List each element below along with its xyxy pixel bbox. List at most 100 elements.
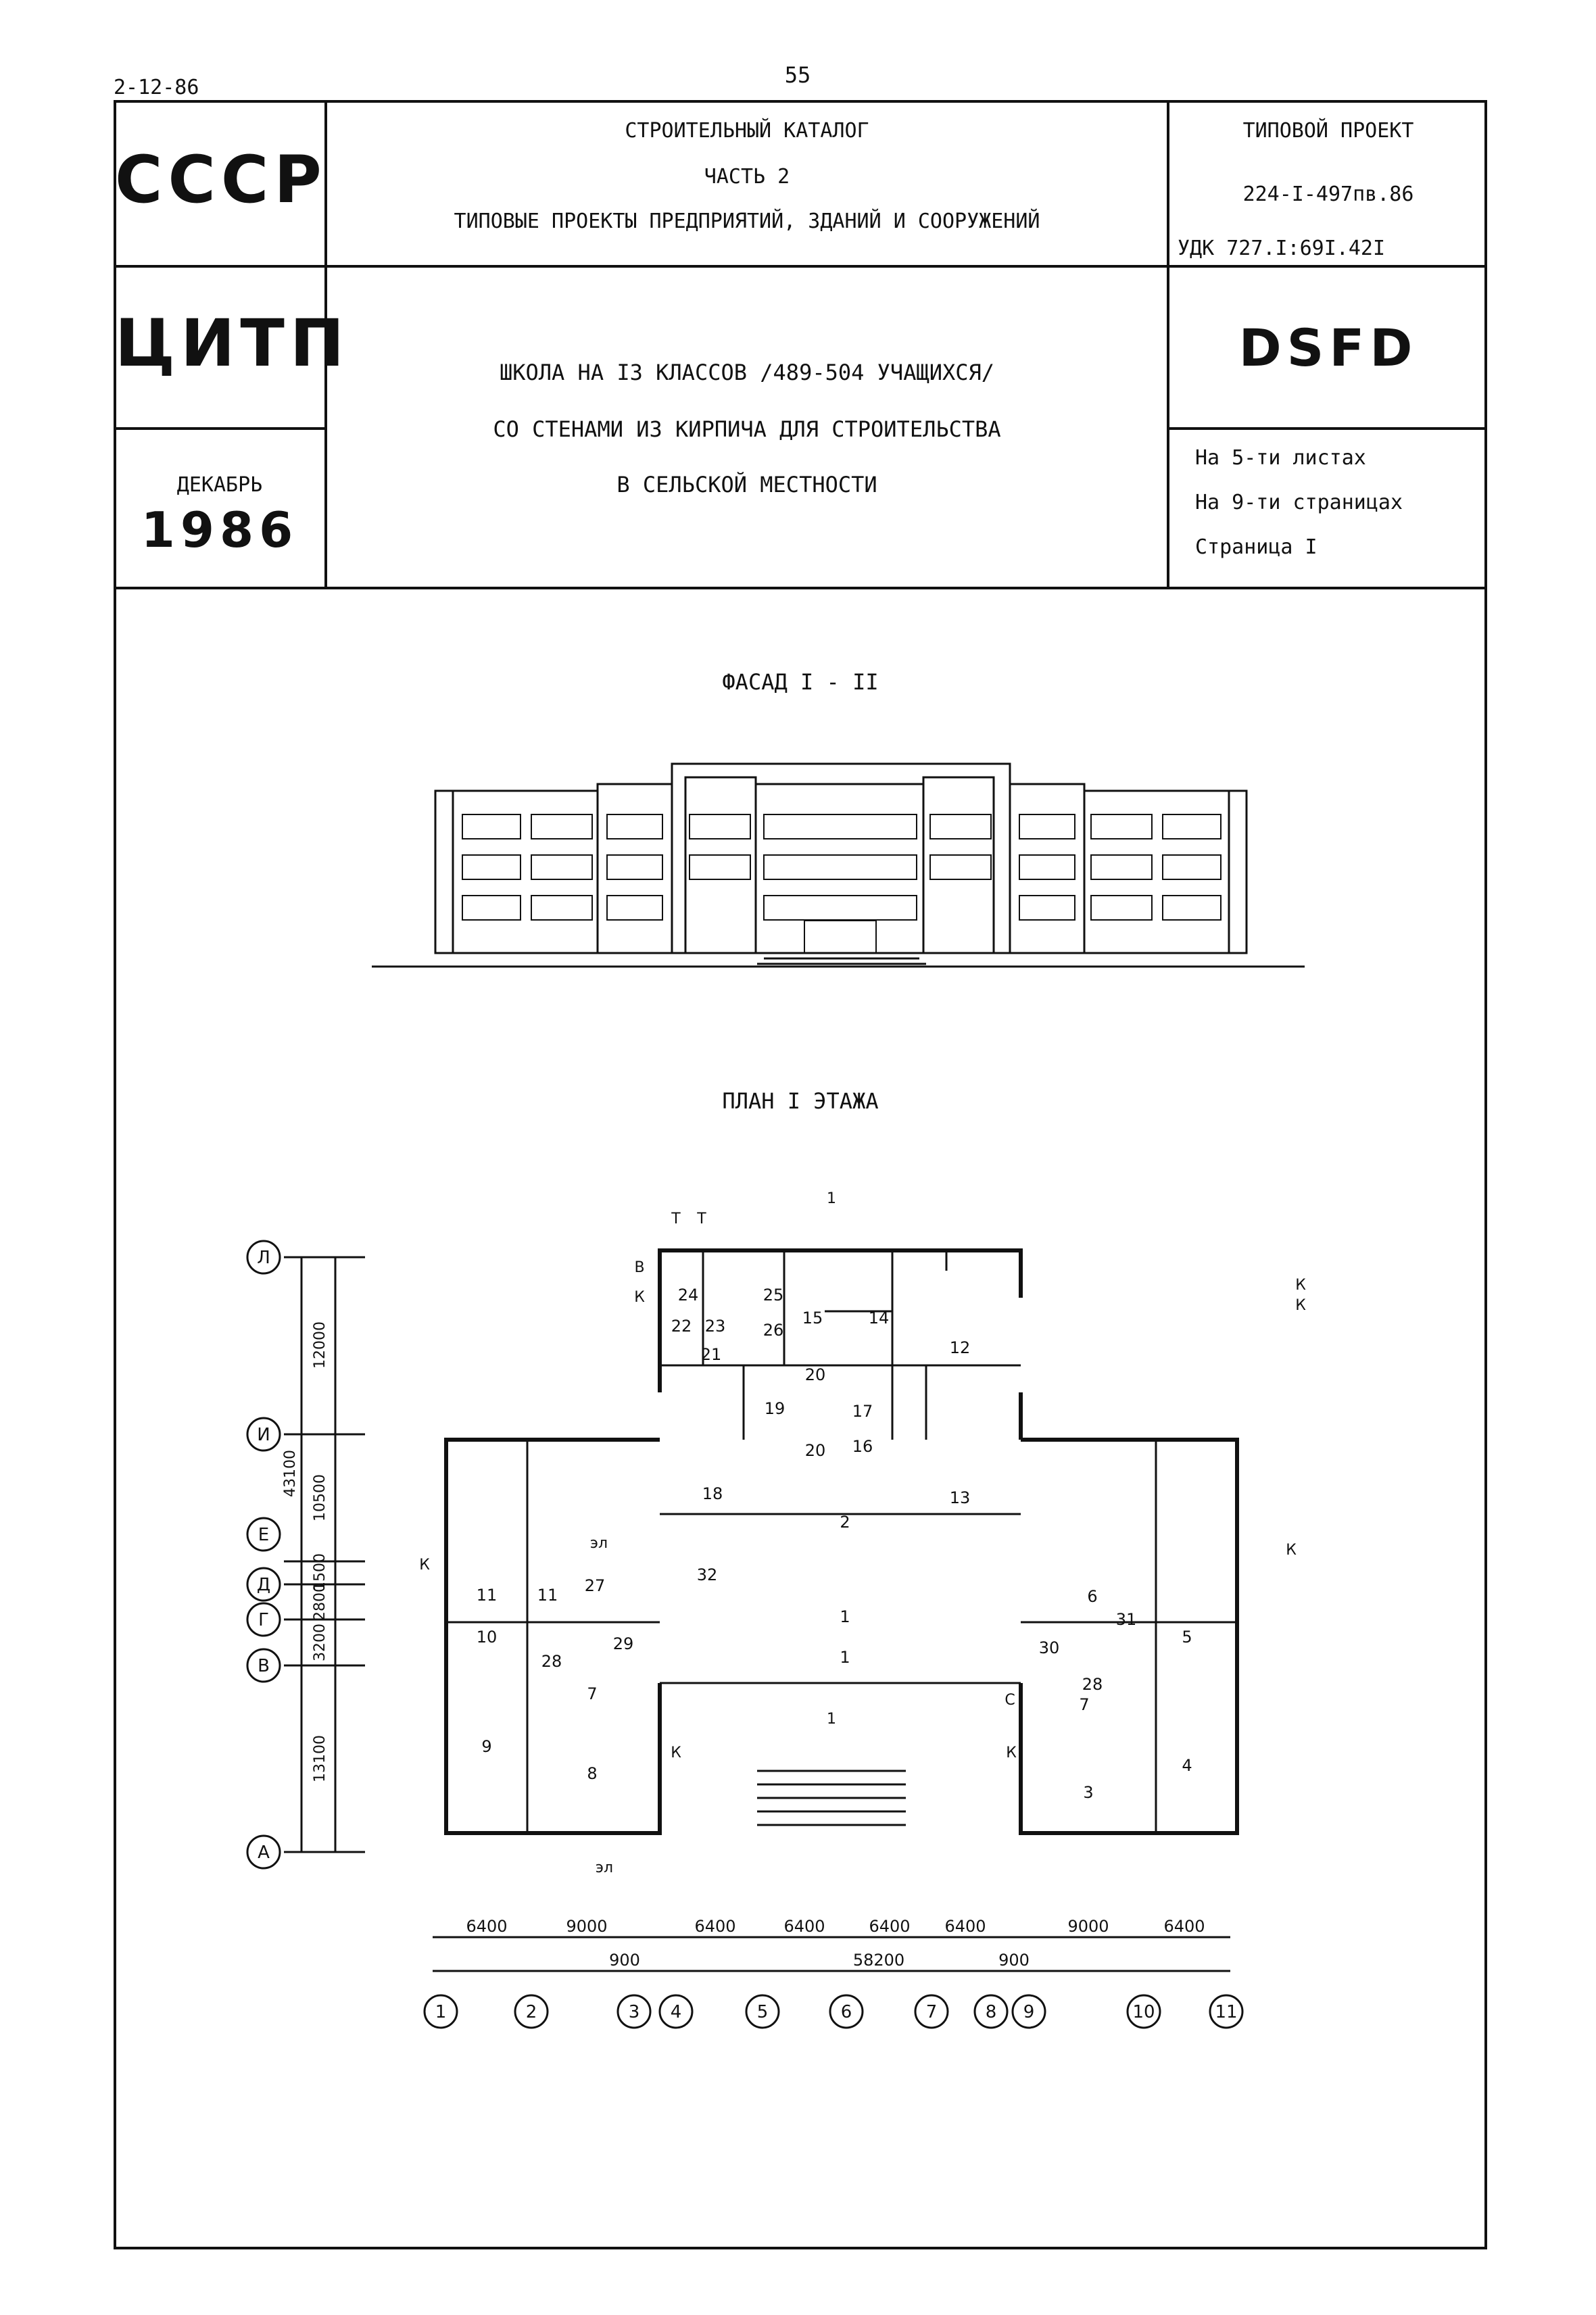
right-cell-divider	[1168, 427, 1487, 430]
row-axis-label: Д	[257, 1575, 270, 1595]
room-number: 23	[705, 1317, 726, 1336]
header-divider	[114, 265, 1487, 268]
plan-marks: К К К К К К К эл эл Т Т В С 1 1	[419, 1190, 1306, 1876]
entrance-mark: К	[1006, 1745, 1017, 1761]
row-total-dimension: 43100	[282, 1450, 299, 1497]
column-axis-label: 9	[1023, 2002, 1035, 2022]
left-column-line	[324, 100, 327, 589]
room-number: 17	[852, 1402, 873, 1421]
citp-label: ЦИТП	[115, 306, 350, 381]
room-number: 10	[477, 1628, 498, 1647]
service-mark: С	[1005, 1692, 1015, 1709]
room-number: 3	[1083, 1783, 1093, 1802]
room-number: 28	[1082, 1675, 1103, 1694]
column-axis-label: 1	[435, 2002, 447, 2022]
room-number: 30	[1039, 1638, 1060, 1657]
catalog-part: ЧАСТЬ 2	[704, 165, 790, 189]
room-number: 29	[613, 1634, 634, 1653]
row-dimension: 10500	[312, 1474, 329, 1521]
room-number: 31	[1116, 1610, 1137, 1629]
facade-drawing	[372, 762, 1305, 968]
pages-count: На 9-ти страницах	[1195, 491, 1403, 514]
room-number: 6	[1087, 1587, 1097, 1606]
room-number: 18	[702, 1484, 723, 1503]
room-number: 7	[587, 1684, 597, 1703]
document-frame	[114, 100, 1487, 2249]
section-mark: 1	[827, 1190, 836, 1207]
electric-mark: эл	[590, 1535, 608, 1552]
column-axis-label: 5	[757, 2002, 769, 2022]
right-column-line	[1167, 100, 1169, 589]
floor-plan-drawing: Л И Е Д Г В А 12000 10500 1500 2800 3200…	[246, 1190, 1306, 2029]
water-mark: В	[634, 1259, 644, 1276]
row-axis-label: В	[258, 1656, 270, 1676]
left-cell-divider	[114, 427, 327, 430]
project-label: ТИПОВОЙ ПРОЕКТ	[1242, 119, 1414, 143]
room-number: 5	[1182, 1628, 1192, 1647]
room-number: 19	[765, 1399, 785, 1418]
room-number: 8	[587, 1764, 597, 1783]
section-mark: 1	[827, 1711, 836, 1728]
row-axis-label: Л	[257, 1248, 270, 1268]
entrance-mark: К	[419, 1557, 430, 1574]
catalog-code: DSFD	[1238, 318, 1418, 378]
heat-mark: Т	[696, 1211, 706, 1227]
room-number: 25	[763, 1286, 784, 1305]
month-label: ДЕКАБРЬ	[176, 473, 263, 497]
entrance-mark: К	[634, 1289, 645, 1306]
project-title-line2: СО СТЕНАМИ ИЗ КИРПИЧА ДЛЯ СТРОИТЕЛЬСТВА	[493, 416, 1001, 442]
row-axis-label: Г	[258, 1610, 269, 1630]
room-number: 20	[805, 1441, 826, 1460]
column-dimension: 6400	[466, 1917, 507, 1936]
catalog-section: ТИПОВЫЕ ПРОЕКТЫ ПРЕДПРИЯТИЙ, ЗДАНИЙ И СО…	[454, 210, 1040, 233]
ussr-label: СССР	[115, 142, 327, 218]
column-small-dimension: 900	[998, 1951, 1030, 1970]
room-number: 12	[950, 1338, 971, 1357]
plan-title: ПЛАН I ЭТАЖА	[722, 1088, 879, 1114]
column-axis-label: 2	[526, 2002, 537, 2022]
electric-mark: эл	[596, 1859, 613, 1876]
current-page: Страница I	[1195, 535, 1317, 559]
entrance-mark: К	[671, 1745, 681, 1761]
room-number: 7	[1079, 1695, 1089, 1714]
project-title-line3: В СЕЛЬСКОЙ МЕСТНОСТИ	[616, 472, 877, 497]
room-numbers: 1 1 2 3 4 5 6 7 7 8 9 10 11 11 12 13 14 …	[477, 1286, 1192, 1802]
column-dimension: 6400	[944, 1917, 986, 1936]
column-total-dimension: 58200	[853, 1951, 904, 1970]
column-dimension: 6400	[783, 1917, 825, 1936]
catalog-title: СТРОИТЕЛЬНЫЙ КАТАЛОГ	[625, 119, 869, 143]
entrance-mark: К	[1295, 1297, 1306, 1314]
heat-mark: Т	[671, 1211, 681, 1227]
room-number: 15	[802, 1309, 823, 1327]
entrance-mark: К	[1286, 1542, 1297, 1559]
row-dimension: 1500	[312, 1553, 329, 1591]
room-number: 26	[763, 1321, 784, 1340]
room-number: 9	[481, 1737, 491, 1756]
room-number: 28	[541, 1652, 562, 1671]
page-number: 55	[784, 62, 811, 88]
room-number: 32	[697, 1565, 718, 1584]
column-axis-label: 8	[986, 2002, 997, 2022]
room-number: 14	[869, 1309, 890, 1327]
project-number: 224-I-497пв.86	[1242, 182, 1414, 206]
row-axis-label: И	[257, 1425, 270, 1445]
room-number: 21	[701, 1345, 722, 1364]
column-dimension: 9000	[566, 1917, 607, 1936]
column-axis-label: 6	[841, 2002, 852, 2022]
document-code: 2-12-86	[114, 76, 199, 99]
row-dimension: 2800	[312, 1583, 329, 1621]
row-axis-label: Е	[258, 1525, 269, 1545]
column-axis-label: 11	[1215, 2002, 1237, 2022]
udk-code: УДК 727.I:69I.42I	[1178, 237, 1386, 260]
column-dimension: 9000	[1067, 1917, 1109, 1936]
row-axis-labels: Л И Е Д Г В А	[257, 1248, 270, 1863]
room-number: 16	[852, 1437, 873, 1456]
room-number: 22	[671, 1317, 692, 1336]
sheets-count: На 5-ти листах	[1195, 446, 1366, 470]
column-dimension: 6400	[869, 1917, 910, 1936]
room-number: 13	[950, 1488, 971, 1507]
column-axis-label: 10	[1132, 2002, 1155, 2022]
row-dimension: 12000	[312, 1321, 329, 1369]
room-number: 1	[840, 1648, 850, 1667]
room-number: 4	[1182, 1756, 1192, 1775]
